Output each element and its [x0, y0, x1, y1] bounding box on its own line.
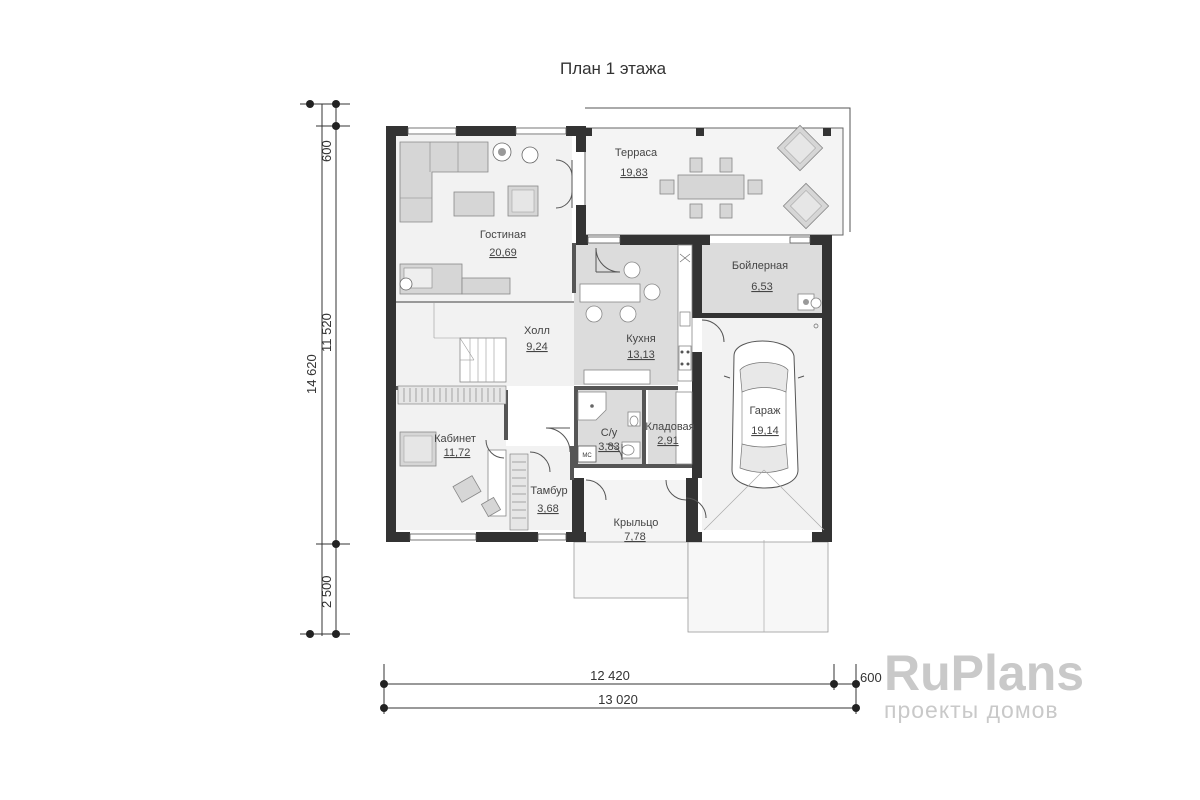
plan-title: План 1 этажа — [560, 59, 667, 78]
logo-brand: RuPlans — [884, 645, 1084, 701]
left-dimensions: 600 11 520 14 620 2 500 — [300, 100, 350, 638]
wc-fixture-label: МС — [582, 453, 592, 459]
room-area-office: 11,72 — [444, 447, 471, 459]
room-name-porch: Крыльцо — [614, 517, 659, 529]
room-name-boiler: Бойлерная — [732, 260, 788, 272]
dim-bottom-total: 13 020 — [598, 692, 638, 707]
room-name-garage: Гараж — [749, 405, 781, 417]
ruplans-logo: RuPlans проекты домов — [884, 645, 1084, 723]
bottom-dimensions: 12 420 600 13 020 — [380, 664, 882, 714]
room-area-living: 20,69 — [489, 247, 517, 259]
dim-bottom-main: 12 420 — [590, 668, 630, 683]
room-area-kitchen: 13,13 — [627, 349, 655, 361]
dim-left-middle: 11 520 — [319, 313, 334, 352]
room-name-storage: Кладовая — [645, 421, 694, 433]
kitchen-furniture — [579, 244, 693, 385]
windows — [407, 127, 811, 541]
room-name-kitchen: Кухня — [626, 333, 655, 345]
room-name-office: Кабинет — [434, 433, 476, 445]
dim-bottom-extra: 600 — [860, 670, 882, 685]
room-area-porch: 7,78 — [624, 531, 645, 543]
hall-stairs — [397, 302, 571, 453]
room-area-vestibule: 3,68 — [537, 503, 558, 515]
storage-shelf — [675, 391, 693, 465]
office-furniture — [399, 431, 507, 518]
bathroom-fixtures: МС — [577, 391, 641, 463]
room-area-bathroom: 3,83 — [598, 441, 619, 453]
room-name-living: Гостиная — [480, 229, 526, 241]
garage-car — [701, 319, 825, 632]
room-labels: Терраса 19,83 Гостиная 20,69 Бойлерная 6… — [434, 147, 788, 543]
room-name-hall: Холл — [524, 325, 550, 337]
terrace-furniture — [659, 124, 830, 230]
dim-left-top: 600 — [319, 140, 334, 162]
porch-doors — [585, 479, 707, 519]
living-room-furniture — [399, 141, 573, 295]
room-area-terrace: 19,83 — [620, 167, 648, 179]
room-area-boiler: 6,53 — [751, 281, 772, 293]
dim-left-bottom: 2 500 — [319, 575, 334, 608]
logo-tagline: проекты домов — [884, 697, 1059, 723]
boiler-room-equipment — [797, 293, 822, 311]
room-area-storage: 2,91 — [657, 435, 678, 447]
room-name-vestibule: Тамбур — [530, 485, 567, 497]
room-name-terrace: Терраса — [615, 147, 658, 159]
room-name-bathroom: С/у — [601, 427, 618, 439]
room-area-hall: 9,24 — [526, 341, 547, 353]
room-area-garage: 19,14 — [751, 425, 779, 437]
walls — [386, 126, 832, 542]
dim-left-total: 14 620 — [304, 354, 319, 394]
vestibule-wardrobe — [509, 451, 551, 531]
